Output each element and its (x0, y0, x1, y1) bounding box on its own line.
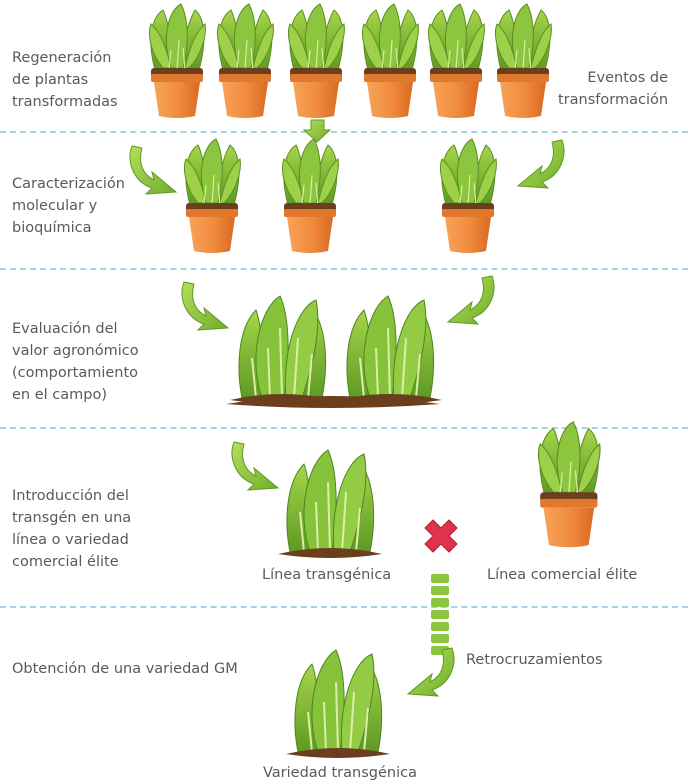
plant-pot-icon (494, 3, 552, 119)
green-arrow-icon (447, 275, 495, 325)
plant-pot-icon (281, 138, 339, 254)
stage-separator (0, 606, 688, 608)
plant-pot-icon (427, 3, 485, 119)
stage-separator (0, 131, 688, 133)
caption-linea-comercial: Línea comercial élite (487, 567, 638, 583)
plant-pot-icon (148, 3, 206, 119)
caption-eventos: Eventos de transformación (558, 70, 669, 108)
stage-label-evaluacion: Evaluación del valor agronómico (comport… (12, 321, 139, 403)
plant-pot-icon (183, 138, 241, 254)
green-arrow-icon (231, 441, 279, 491)
field-plant-icon (337, 295, 443, 405)
stage-separator (0, 427, 688, 429)
stage-label-introduccion: Introducción del transgén en una línea o… (12, 488, 132, 570)
backcross-segments (431, 574, 449, 655)
green-arrow-icon (129, 145, 177, 195)
stage-label-regeneracion: Regeneración de plantas transformadas (12, 50, 118, 110)
green-arrow-icon (407, 647, 455, 697)
caption-linea-transgenica: Línea transgénica (262, 567, 392, 583)
field-plant-icon (277, 449, 383, 559)
green-arrow-icon (181, 281, 229, 331)
plant-pot-icon (439, 138, 497, 254)
stage-label-obtencion: Obtención de una variedad GM (12, 661, 238, 677)
green-arrow-icon (517, 139, 565, 189)
plant-pot-icon (287, 3, 345, 119)
stage-separator (0, 268, 688, 270)
plant-pot-icon (216, 3, 274, 119)
plant-pot-icon (537, 421, 601, 548)
plant-pot-icon (361, 3, 419, 119)
green-arrow-icon (302, 119, 332, 143)
field-plant-icon (229, 295, 335, 405)
cross-icon (424, 519, 458, 553)
stage-label-caracterizacion: Caracterización molecular y bioquímica (12, 176, 125, 236)
caption-variedad-transgenica: Variedad transgénica (263, 765, 417, 781)
caption-retrocruzamientos: Retrocruzamientos (466, 652, 603, 668)
field-plant-icon (285, 649, 391, 759)
